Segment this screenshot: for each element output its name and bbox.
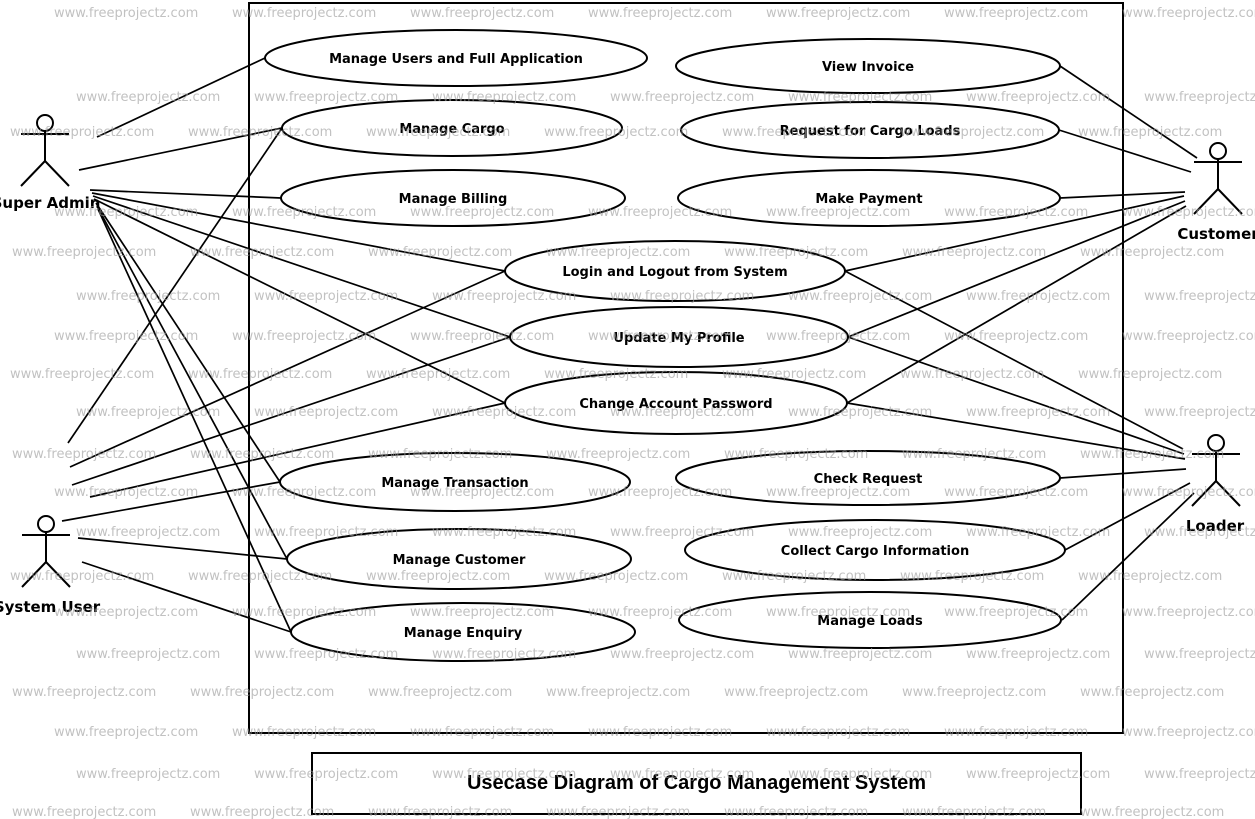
association-loader--change-password — [846, 402, 1186, 460]
association-customer--view-invoice — [1059, 65, 1198, 159]
association-customer--request-cargo-loads — [1058, 129, 1192, 173]
actor-head-system-user — [37, 515, 55, 533]
association-super-admin--manage-billing — [89, 189, 282, 199]
usecase-label-make-payment: Make Payment — [815, 192, 922, 207]
actor-label-system-user: System User — [0, 598, 101, 616]
usecase-ellipse-manage-billing — [280, 169, 626, 227]
association-super-admin--login-logout — [91, 192, 506, 272]
usecase-label-login-logout: Login and Logout from System — [562, 265, 787, 280]
usecase-ellipse-check-request — [675, 450, 1061, 506]
usecase-ellipse-change-password — [504, 371, 848, 435]
actor-right-leg-customer — [1217, 188, 1243, 215]
actor-label-super-admin: Super Admin — [0, 194, 100, 212]
usecase-label-manage-customer: Manage Customer — [393, 553, 526, 568]
association-super-admin--manage-users — [96, 57, 266, 138]
association-super-admin--manage-customer — [96, 205, 288, 560]
usecase-check-request: Check Request — [675, 450, 1061, 506]
usecase-ellipse-make-payment — [677, 169, 1061, 227]
association-super-admin--manage-cargo — [78, 127, 283, 171]
actor-super-admin — [20, 114, 70, 187]
actor-left-leg-system-user — [21, 561, 47, 588]
diagram-title-box: Usecase Diagram of Cargo Management Syst… — [311, 752, 1082, 815]
usecase-manage-cargo: Manage Cargo — [281, 99, 623, 157]
association-system-user--change-password — [89, 402, 506, 498]
actor-head-loader — [1207, 434, 1225, 452]
actor-left-leg-super-admin — [20, 160, 46, 187]
usecase-collect-cargo-info: Collect Cargo Information — [684, 519, 1066, 581]
actor-right-leg-system-user — [45, 561, 71, 588]
usecase-make-payment: Make Payment — [677, 169, 1061, 227]
usecase-label-collect-cargo-info: Collect Cargo Information — [781, 544, 969, 559]
association-loader--collect-cargo-info — [1064, 482, 1191, 551]
system-boundary — [248, 2, 1124, 734]
association-system-user--manage-cargo — [67, 127, 283, 444]
usecase-label-change-password: Change Account Password — [579, 397, 772, 412]
actor-right-leg-loader — [1215, 480, 1241, 507]
actor-left-leg-loader — [1191, 480, 1217, 507]
usecase-ellipse-manage-customer — [286, 528, 632, 590]
usecase-label-view-invoice: View Invoice — [822, 60, 914, 75]
usecase-manage-enquiry: Manage Enquiry — [290, 602, 636, 662]
usecase-request-cargo-loads: Request for Cargo Loads — [680, 101, 1060, 159]
association-super-admin--manage-enquiry — [97, 208, 292, 633]
usecase-label-request-cargo-loads: Request for Cargo Loads — [780, 124, 961, 139]
actor-head-super-admin — [36, 114, 54, 132]
usecase-manage-billing: Manage Billing — [280, 169, 626, 227]
usecase-ellipse-update-profile — [509, 306, 849, 368]
usecase-login-logout: Login and Logout from System — [504, 240, 846, 302]
usecase-label-check-request: Check Request — [814, 472, 923, 487]
association-super-admin--update-profile — [92, 195, 511, 338]
association-system-user--manage-enquiry — [81, 561, 292, 633]
association-system-user--update-profile — [71, 336, 511, 486]
actor-loader — [1191, 434, 1241, 507]
usecase-manage-customer: Manage Customer — [286, 528, 632, 590]
usecase-ellipse-request-cargo-loads — [680, 101, 1060, 159]
usecase-label-manage-transaction: Manage Transaction — [381, 476, 528, 491]
association-customer--login-logout — [844, 195, 1185, 272]
usecase-ellipse-manage-cargo — [281, 99, 623, 157]
usecase-ellipse-view-invoice — [675, 38, 1061, 94]
usecase-update-profile: Update My Profile — [509, 306, 849, 368]
usecase-label-manage-loads: Manage Loads — [817, 614, 923, 629]
usecase-label-manage-enquiry: Manage Enquiry — [404, 626, 523, 641]
usecase-manage-loads: Manage Loads — [678, 591, 1062, 649]
association-loader--check-request — [1059, 468, 1187, 479]
diagram-title: Usecase Diagram of Cargo Management Syst… — [466, 772, 927, 794]
usecase-view-invoice: View Invoice — [675, 38, 1061, 94]
association-customer--make-payment — [1059, 191, 1186, 199]
usecase-label-manage-billing: Manage Billing — [399, 192, 508, 207]
usecase-ellipse-manage-transaction — [279, 452, 631, 512]
association-system-user--manage-customer — [77, 537, 288, 560]
actor-label-loader: Loader — [1186, 517, 1245, 535]
actor-head-customer — [1209, 142, 1227, 160]
actor-right-leg-super-admin — [44, 160, 70, 187]
association-customer--update-profile — [847, 200, 1186, 338]
usecase-manage-transaction: Manage Transaction — [279, 452, 631, 512]
usecase-ellipse-collect-cargo-info — [684, 519, 1066, 581]
association-super-admin--change-password — [93, 198, 506, 404]
usecase-label-manage-users: Manage Users and Full Application — [329, 52, 583, 67]
usecase-ellipse-manage-enquiry — [290, 602, 636, 662]
actor-left-leg-customer — [1193, 188, 1219, 215]
actor-label-customer: Customer — [1177, 225, 1255, 243]
usecase-ellipse-manage-loads — [678, 591, 1062, 649]
actor-system-user — [21, 515, 71, 588]
usecase-ellipse-manage-users — [264, 29, 648, 87]
usecase-label-manage-cargo: Manage Cargo — [399, 122, 504, 137]
association-loader--update-profile — [847, 336, 1185, 455]
usecase-label-update-profile: Update My Profile — [613, 331, 744, 346]
association-loader--manage-loads — [1061, 492, 1195, 621]
association-loader--login-logout — [844, 270, 1184, 450]
actor-customer — [1193, 142, 1243, 215]
usecase-ellipse-login-logout — [504, 240, 846, 302]
association-system-user--login-logout — [69, 270, 506, 468]
association-customer--change-password — [846, 205, 1187, 404]
association-super-admin--manage-transaction — [95, 202, 281, 483]
usecase-manage-users: Manage Users and Full Application — [264, 29, 648, 87]
association-system-user--manage-transaction — [61, 481, 281, 522]
usecase-change-password: Change Account Password — [504, 371, 848, 435]
